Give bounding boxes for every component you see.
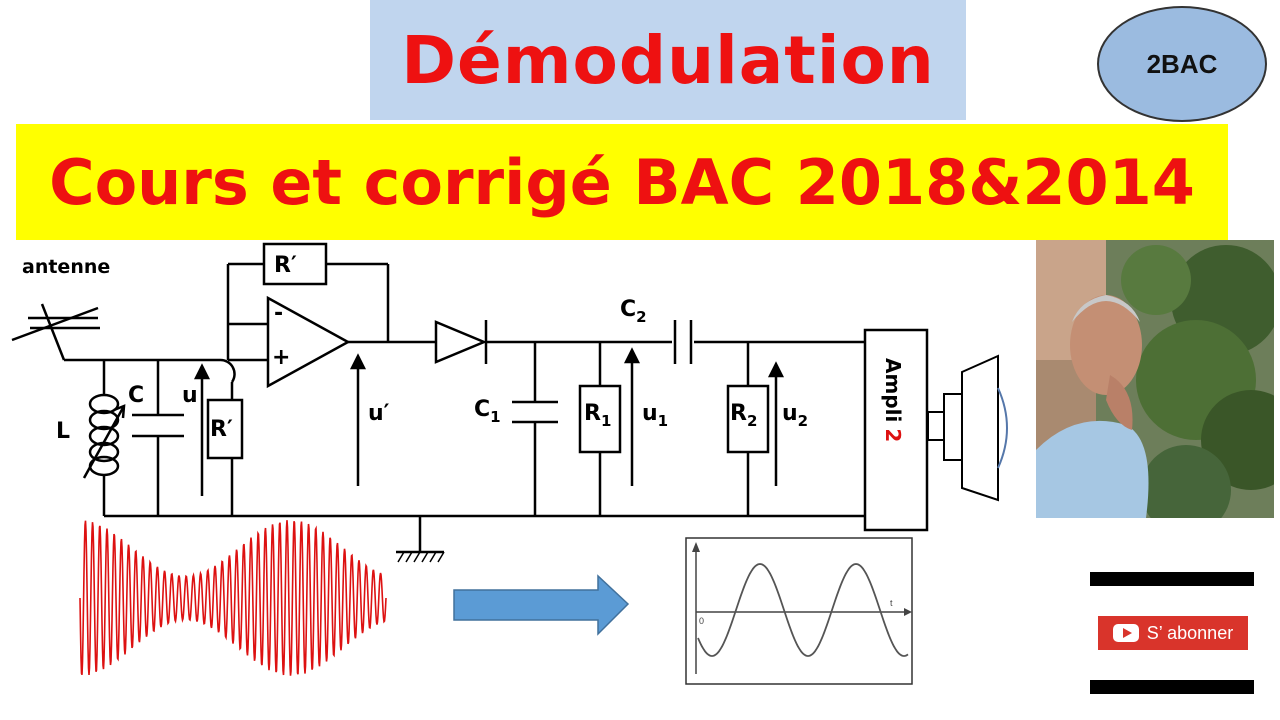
speaker-icon <box>927 354 1008 502</box>
svg-text:R2: R2 <box>730 401 757 430</box>
subtitle-banner: Cours et corrigé BAC 2018&2014 <box>16 124 1228 240</box>
resistors <box>206 242 770 460</box>
voltage-u2-label: u <box>782 401 798 426</box>
decorative-bar-bottom <box>1090 680 1254 694</box>
voltage-u2-sub: 2 <box>798 412 808 430</box>
presenter-photo <box>1036 240 1274 518</box>
voltage-u1-label: u <box>642 401 658 426</box>
process-arrow <box>453 574 630 636</box>
ground-symbol <box>397 551 445 563</box>
resistor-r-prime-bottom <box>206 398 244 460</box>
demodulated-sine-wave <box>697 563 909 657</box>
graph-t-label: t <box>890 598 893 608</box>
output-graph: 0 t <box>685 537 913 685</box>
page-title: Démodulation <box>401 21 935 99</box>
capacitor-c1-sub: 1 <box>490 408 500 426</box>
resistor-r-prime-bottom-label: R′ <box>210 417 233 442</box>
voltage-u-label: u <box>182 383 198 408</box>
resistor-r2-label: R <box>730 401 747 426</box>
graph-origin-label: 0 <box>699 616 704 626</box>
svg-text:C2: C2 <box>620 297 647 326</box>
amplifier-label: Ampli2 <box>881 358 905 442</box>
resistor-r2-sub: 2 <box>747 412 757 430</box>
resistor-r1-sub: 1 <box>601 412 611 430</box>
title-banner: Démodulation <box>370 0 966 120</box>
youtube-play-icon <box>1112 624 1139 642</box>
svg-text:C1: C1 <box>474 397 501 426</box>
resistor-r-prime-top <box>262 242 328 286</box>
voltage-u-prime-label: u′ <box>368 401 390 426</box>
antenna-label: antenne <box>22 256 110 278</box>
inductor-L <box>82 393 126 479</box>
svg-text:u1: u1 <box>642 401 668 430</box>
op-amp-plus-label: + <box>272 345 290 370</box>
svg-text:u2: u2 <box>782 401 808 430</box>
page-subtitle: Cours et corrigé BAC 2018&2014 <box>49 145 1195 219</box>
level-badge: 2BAC <box>1097 6 1267 122</box>
resistor-r-prime-top-label: R′ <box>274 253 297 278</box>
modulated-signal-waveform <box>79 520 387 676</box>
capacitor-c2-label: C <box>620 297 636 322</box>
op-amp <box>266 295 351 389</box>
resistor-r2 <box>726 384 770 454</box>
voltage-u1-sub: 1 <box>658 412 668 430</box>
voltage-arrows <box>193 347 785 496</box>
capacitor-c-label: C <box>128 383 144 408</box>
op-amp-minus-label: - <box>274 301 283 326</box>
decorative-bar-top <box>1090 572 1254 586</box>
resistor-r1-label: R <box>584 401 601 426</box>
subscribe-label: S’ abonner <box>1146 622 1234 643</box>
diode <box>434 320 488 364</box>
inductor-label: L <box>56 419 70 444</box>
subscribe-button[interactable]: S’ abonner <box>1098 616 1248 650</box>
resistor-r1 <box>578 384 622 454</box>
level-badge-label: 2BAC <box>1146 48 1218 79</box>
amplifier-number: 2 <box>881 428 905 442</box>
capacitor-c2-sub: 2 <box>636 308 646 326</box>
circuit-wires <box>11 262 865 554</box>
svg-text:R1: R1 <box>584 401 611 430</box>
capacitor-c1-label: C <box>474 397 490 422</box>
